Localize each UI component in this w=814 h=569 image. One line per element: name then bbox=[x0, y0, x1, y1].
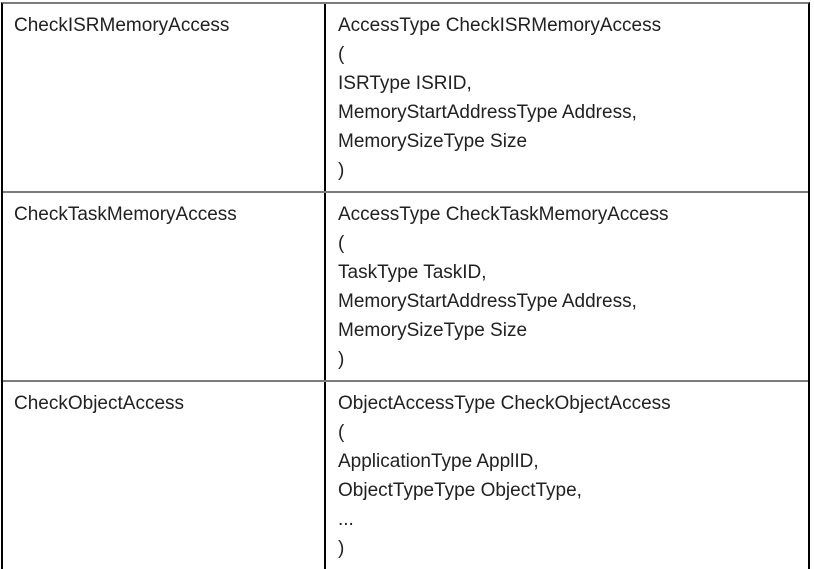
signature-line: AccessType CheckTaskMemoryAccess bbox=[338, 204, 669, 225]
signature-line: MemoryStartAddressType Address, bbox=[338, 291, 637, 312]
signature-line: ISRType ISRID, bbox=[338, 73, 472, 94]
signature-line: ) bbox=[338, 349, 345, 370]
signature-line: MemorySizeType Size bbox=[338, 320, 528, 341]
signature-line: ApplicationType ApplID, bbox=[338, 451, 539, 472]
table-row: CheckObjectAccess ObjectAccessType Check… bbox=[3, 380, 808, 569]
signature-line: ... bbox=[338, 509, 354, 530]
table-row: CheckTaskMemoryAccess AccessType CheckTa… bbox=[3, 191, 808, 380]
signature-cell: ObjectAccessType CheckObjectAccess ( Appli… bbox=[326, 382, 808, 569]
signature-cell: AccessType CheckISRMemoryAccess ( ISRType … bbox=[326, 4, 808, 191]
signature-line: ) bbox=[338, 160, 345, 181]
function-name-cell: CheckISRMemoryAccess bbox=[3, 4, 326, 191]
signature-line: ( bbox=[338, 44, 345, 65]
table-row: CheckISRMemoryAccess AccessType CheckISR… bbox=[3, 4, 808, 191]
function-name-cell: CheckTaskMemoryAccess bbox=[3, 193, 326, 380]
signature-line: AccessType CheckISRMemoryAccess bbox=[338, 15, 662, 36]
signature-line: MemorySizeType Size bbox=[338, 131, 528, 152]
signature-line: ( bbox=[338, 233, 345, 254]
signature-line: ( bbox=[338, 422, 345, 443]
function-name-cell: CheckObjectAccess bbox=[3, 382, 326, 569]
signature-line: TaskType TaskID, bbox=[338, 262, 487, 283]
signature-cell: AccessType CheckTaskMemoryAccess ( TaskTyp… bbox=[326, 193, 808, 380]
signature-line: ) bbox=[338, 538, 345, 559]
signature-line: ObjectAccessType CheckObjectAccess bbox=[338, 393, 671, 414]
signature-line: ObjectTypeType ObjectType, bbox=[338, 480, 582, 501]
signature-line: MemoryStartAddressType Address, bbox=[338, 102, 637, 123]
